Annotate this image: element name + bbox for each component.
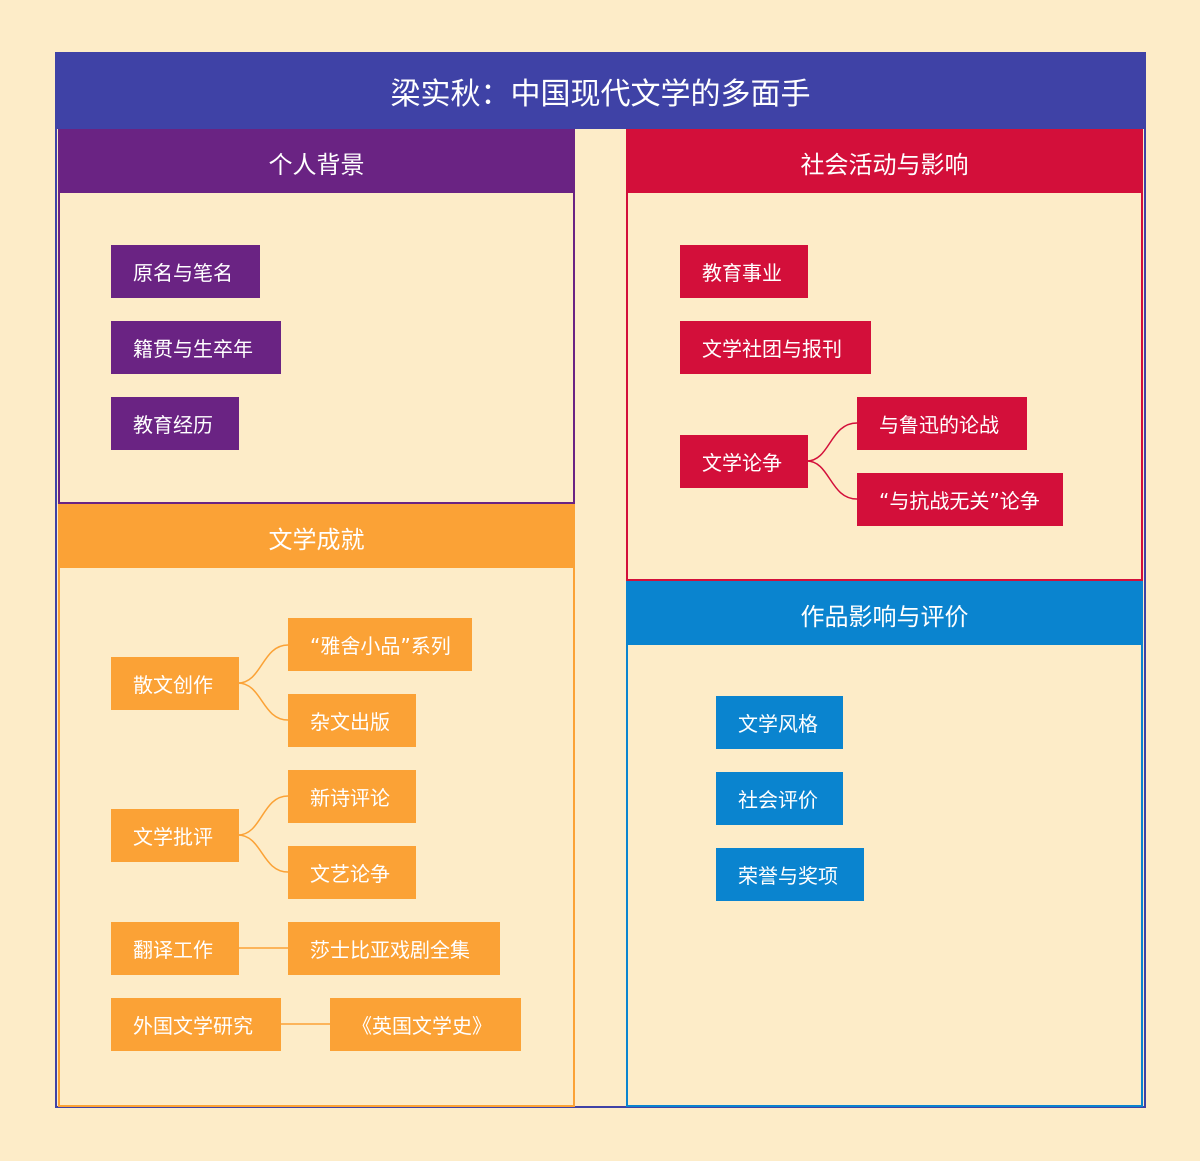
node-honors-awards[interactable]: 荣誉与奖项 [716,848,864,901]
node-new-poetry-review[interactable]: 新诗评论 [288,770,416,823]
panel-header-literary: 文学成就 [60,506,573,568]
node-yashe-series[interactable]: “雅舍小品”系列 [288,618,472,671]
node-essay-publications[interactable]: 杂文出版 [288,694,416,747]
node-hometown-and-lifespan[interactable]: 籍贯与生卒年 [111,321,281,374]
panel-header-personal: 个人背景 [60,131,573,193]
panel-personal-background: 个人背景 [58,129,575,504]
node-english-literature-history[interactable]: 《英国文学史》 [330,998,521,1051]
node-criticism[interactable]: 文学批评 [111,809,239,862]
node-art-debates[interactable]: 文艺论争 [288,846,416,899]
node-literary-societies[interactable]: 文学社团与报刊 [680,321,871,374]
panel-social-activities: 社会活动与影响 [626,129,1143,581]
node-education[interactable]: 教育经历 [111,397,239,450]
node-translation[interactable]: 翻译工作 [111,922,239,975]
node-debate-lu-xun[interactable]: 与鲁迅的论战 [857,397,1027,450]
panel-header-evaluation: 作品影响与评价 [628,583,1141,645]
diagram-title: 梁实秋：中国现代文学的多面手 [55,52,1146,129]
node-education-career[interactable]: 教育事业 [680,245,808,298]
node-prose[interactable]: 散文创作 [111,657,239,710]
node-debate-war-irrelevance[interactable]: “与抗战无关”论争 [857,473,1063,526]
node-literary-style[interactable]: 文学风格 [716,696,843,749]
node-foreign-literature-research[interactable]: 外国文学研究 [111,998,281,1051]
panel-literary-achievements: 文学成就 [58,504,575,1107]
node-shakespeare-collection[interactable]: 莎士比亚戏剧全集 [288,922,500,975]
node-literary-debates[interactable]: 文学论争 [680,435,808,488]
panel-influence-evaluation: 作品影响与评价 [626,581,1143,1107]
node-name-and-pen-name[interactable]: 原名与笔名 [111,245,260,298]
node-social-evaluation[interactable]: 社会评价 [716,772,843,825]
panel-header-social: 社会活动与影响 [628,131,1141,193]
